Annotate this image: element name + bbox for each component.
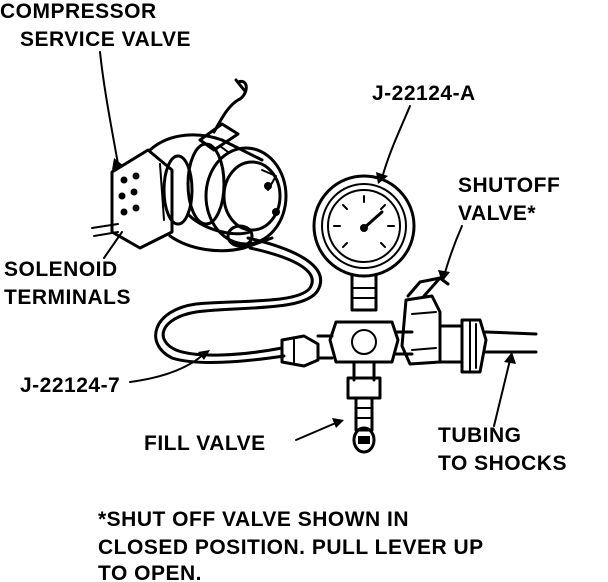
label-tubing-line2: TO SHOCKS — [438, 452, 567, 475]
label-compressor-line2: SERVICE VALVE — [20, 28, 191, 51]
footnote-line3: TO OPEN. — [98, 562, 202, 582]
footnote-line1: *SHUT OFF VALVE SHOWN IN — [98, 508, 409, 531]
label-tubing-line1: TUBING — [438, 424, 522, 447]
label-shutoff-line1: SHUTOFF — [458, 174, 560, 197]
footnote-line2: CLOSED POSITION. PULL LEVER UP — [98, 536, 484, 559]
compressor-icon — [91, 78, 288, 253]
label-solenoid-line1: SOLENOID — [4, 258, 118, 281]
manifold-icon — [316, 276, 538, 454]
label-compressor-line1: COMPRESSOR — [0, 0, 157, 23]
label-fill-valve: FILL VALVE — [144, 432, 266, 455]
label-solenoid-line2: TERMINALS — [4, 286, 131, 309]
label-hose-tool: J-22124-7 — [20, 374, 120, 397]
hose-icon — [154, 236, 322, 368]
leader-lines — [99, 51, 516, 441]
label-shutoff-line2: VALVE* — [458, 202, 536, 225]
pressure-gauge-icon — [312, 174, 416, 312]
label-gauge-tool: J-22124-A — [372, 82, 476, 105]
